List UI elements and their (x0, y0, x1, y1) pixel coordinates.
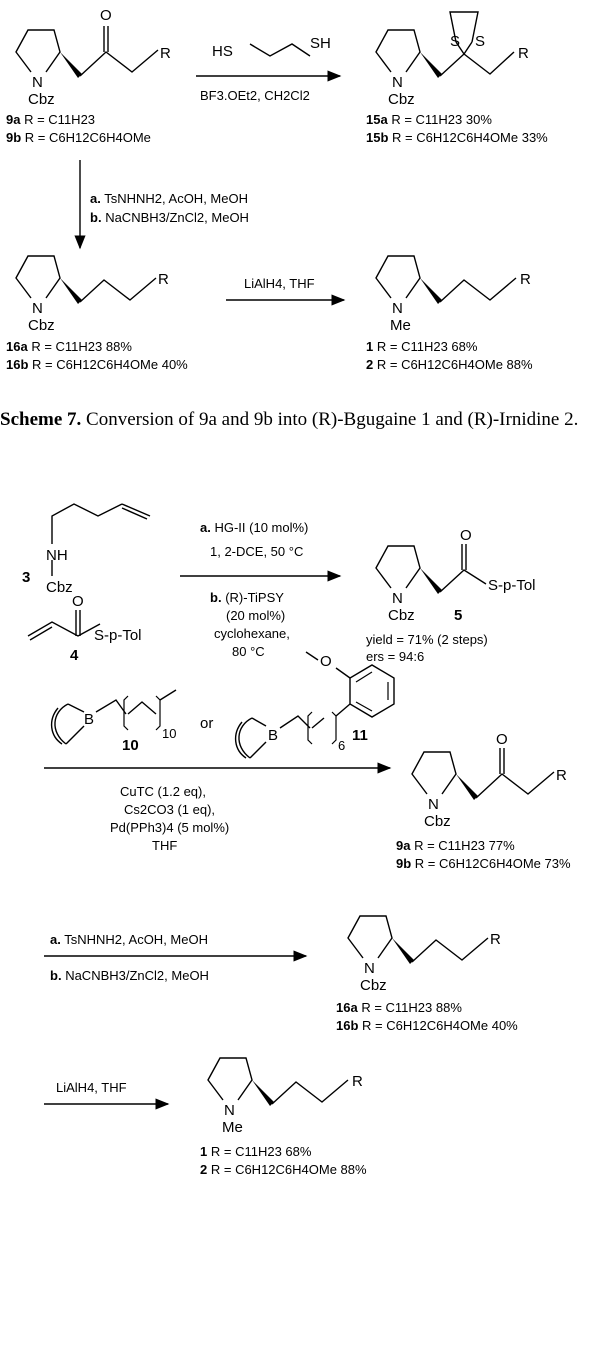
svg-text:10: 10 (122, 737, 139, 754)
reagent-temp: 80 °C (232, 644, 265, 659)
reagent-tipsy: b. (R)-TiPSY (210, 590, 284, 605)
svg-text:HS: HS (212, 43, 233, 60)
reagent-nacnbh3: b. NaCNBH3/ZnCl2, MeOH (90, 210, 249, 225)
structure-4: O S-p-Tol 4 (27, 593, 142, 664)
svg-text:Cbz: Cbz (46, 579, 73, 596)
reagent-dce: 1, 2-DCE, 50 °C (210, 544, 303, 559)
scheme-caption: Scheme 7. Conversion of 9a and 9b into (… (0, 408, 597, 431)
svg-text:O: O (72, 593, 84, 610)
caption-label: Scheme 7. (0, 409, 82, 430)
structure-5: N Cbz O S-p-Tol 5 (375, 527, 536, 624)
svg-text:5: 5 (454, 607, 462, 624)
reagent-cs2co3: Cs2CO3 (1 eq), (124, 802, 215, 817)
label-9b-product: 9b R = C6H12C6H4OMe 73% (396, 856, 571, 871)
caption-text: Conversion of 9a and 9b into (R)-Bgugain… (86, 409, 579, 430)
svg-text:N: N (428, 796, 439, 813)
svg-text:N: N (364, 960, 375, 977)
label-15b: 15b R = C6H12C6H4OMe 33% (366, 130, 548, 145)
svg-text:Cbz: Cbz (388, 91, 415, 108)
label-9a-product: 9a R = C11H23 77% (396, 838, 515, 853)
reagent2-lialh4: LiAlH4, THF (56, 1080, 127, 1095)
reagent-lialh4: LiAlH4, THF (244, 276, 315, 291)
structure-1-2-product: N Me R (207, 1057, 363, 1136)
svg-text:O: O (496, 731, 508, 748)
atom-n: N (32, 74, 43, 91)
structure-16: N Cbz R (15, 255, 169, 334)
svg-text:O: O (460, 527, 472, 544)
svg-text:Cbz: Cbz (424, 813, 451, 830)
svg-text:NH: NH (46, 547, 68, 564)
svg-text:N: N (32, 300, 43, 317)
svg-text:R: R (556, 767, 567, 784)
reagent-hgii: a. HG-II (10 mol%) (200, 520, 308, 535)
label-16a-product: 16a R = C11H23 88% (336, 1000, 462, 1015)
structure-11: B 6 O 11 (235, 651, 395, 759)
label-16b: 16b R = C6H12C6H4OMe 40% (6, 357, 188, 372)
svg-text:3: 3 (22, 569, 30, 586)
structure-3: NH Cbz 3 (22, 503, 151, 596)
reagent-ethanedithiol: HS SH (212, 35, 331, 60)
label-15a: 15a R = C11H23 30% (366, 112, 492, 127)
ers-5: ers = 94:6 (366, 649, 424, 664)
svg-text:11: 11 (352, 727, 368, 744)
structure-9: N Cbz O R (15, 7, 171, 108)
reagent-cyclohexane: cyclohexane, (214, 626, 290, 641)
label-9b: 9b R = C6H12C6H4OMe (6, 130, 151, 145)
atom-o: O (100, 7, 112, 24)
svg-text:SH: SH (310, 35, 331, 52)
reagent-bf3: BF3.OEt2, CH2Cl2 (200, 88, 310, 103)
svg-text:B: B (84, 711, 94, 728)
svg-text:B: B (268, 727, 278, 744)
svg-text:R: R (490, 931, 501, 948)
svg-text:6: 6 (338, 738, 345, 753)
label-2-product: 2 R = C6H12C6H4OMe 88% (200, 1162, 367, 1177)
svg-text:R: R (518, 45, 529, 62)
svg-text:Me: Me (390, 317, 411, 334)
reagent-pd: Pd(PPh3)4 (5 mol%) (110, 820, 229, 835)
svg-text:R: R (158, 271, 169, 288)
svg-text:Cbz: Cbz (360, 977, 387, 994)
svg-text:S: S (475, 33, 485, 50)
svg-text:Cbz: Cbz (388, 607, 415, 624)
svg-text:4: 4 (70, 647, 79, 664)
reagent-tipsy-loading: (20 mol%) (226, 608, 285, 623)
structure-1-2: N Me R (375, 255, 531, 334)
svg-text:N: N (392, 590, 403, 607)
label-16a: 16a R = C11H23 88% (6, 339, 132, 354)
svg-text:R: R (352, 1073, 363, 1090)
svg-text:10: 10 (162, 726, 176, 741)
svg-text:Me: Me (222, 1119, 243, 1136)
svg-text:N: N (392, 74, 403, 91)
or-text: or (200, 715, 213, 732)
svg-text:N: N (224, 1102, 235, 1119)
label-1-product: 1 R = C11H23 68% (200, 1144, 312, 1159)
label-1: 1 R = C11H23 68% (366, 339, 478, 354)
structure-16-product: N Cbz R (347, 915, 501, 994)
reagent-thf: THF (152, 838, 177, 853)
atom-cbz: Cbz (28, 91, 55, 108)
label-16b-product: 16b R = C6H12C6H4OMe 40% (336, 1018, 518, 1033)
svg-text:O: O (320, 653, 332, 670)
structure-15: N Cbz S S R (375, 11, 529, 108)
reagent2-nacnbh3: b. NaCNBH3/ZnCl2, MeOH (50, 968, 209, 983)
svg-text:R: R (520, 271, 531, 288)
yield-5: yield = 71% (2 steps) (366, 632, 488, 647)
svg-text:Cbz: Cbz (28, 317, 55, 334)
reagent2-tshnnh2: a. TsNHNH2, AcOH, MeOH (50, 932, 208, 947)
svg-text:S: S (450, 33, 460, 50)
reagent-cutc: CuTC (1.2 eq), (120, 784, 206, 799)
structure-10: B 10 10 (51, 689, 176, 754)
structure-9-product: N Cbz O R (411, 731, 567, 830)
atom-r: R (160, 45, 171, 62)
svg-text:S-p-Tol: S-p-Tol (488, 577, 536, 594)
reagent-tshnnh2: a. TsNHNH2, AcOH, MeOH (90, 191, 248, 206)
label-9a: 9a R = C11H23 (6, 112, 95, 127)
svg-text:S-p-Tol: S-p-Tol (94, 627, 142, 644)
label-2: 2 R = C6H12C6H4OMe 88% (366, 357, 533, 372)
svg-text:N: N (392, 300, 403, 317)
